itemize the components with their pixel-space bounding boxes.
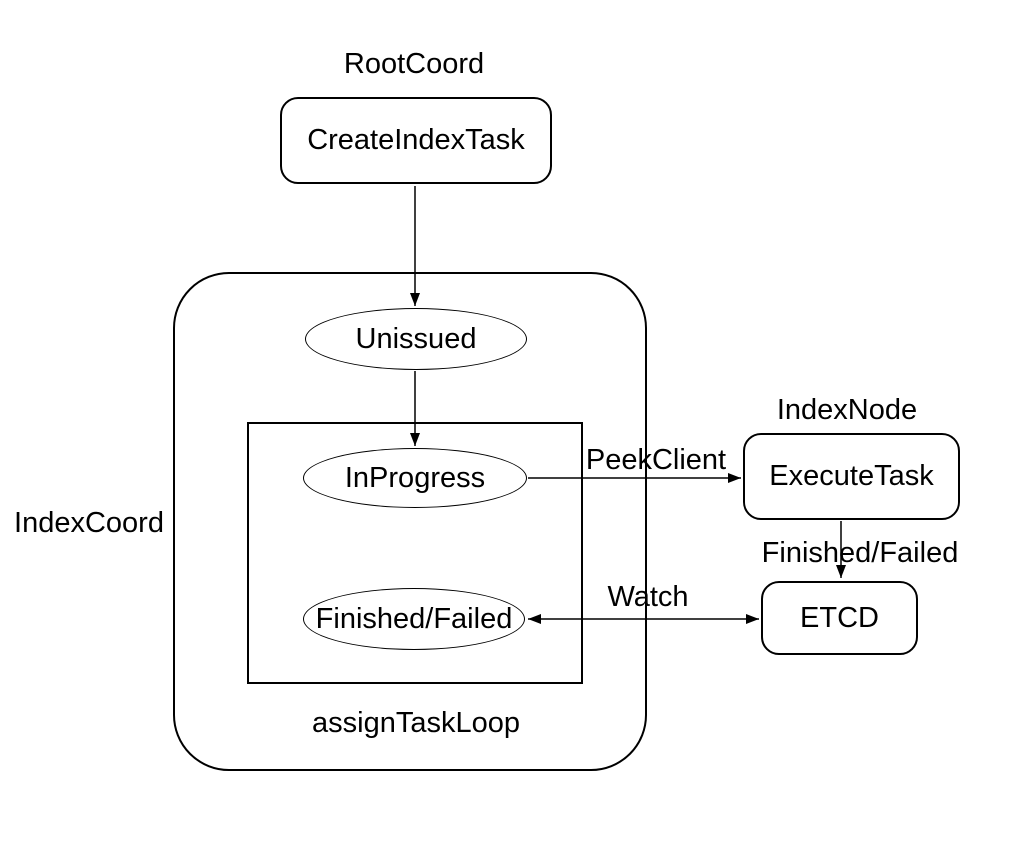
node-unissued-label: Unissued [355,322,477,355]
node-unissued: Unissued [305,308,527,370]
index-coord-container [173,272,647,771]
node-execute-task: ExecuteTask [743,433,960,520]
node-etcd-label: ETCD [800,601,879,634]
node-finished-failed-label: Finished/Failed [315,602,513,635]
edge-label-finished-failed: Finished/Failed [761,537,959,569]
node-create-index-task: CreateIndexTask [280,97,552,184]
node-etcd: ETCD [761,581,918,655]
group-label-index-node: IndexNode [776,394,918,426]
node-create-index-task-label: CreateIndexTask [307,124,525,156]
node-in-progress: InProgress [303,448,527,508]
node-finished-failed: Finished/Failed [303,588,525,650]
edge-label-peek-client: PeekClient [585,444,727,476]
edge-label-watch: Watch [607,581,689,613]
node-in-progress-label: InProgress [344,461,486,494]
group-label-index-coord: IndexCoord [14,507,164,539]
group-label-assign-task-loop: assignTaskLoop [312,707,520,739]
node-execute-task-label: ExecuteTask [769,460,934,492]
group-label-root-coord: RootCoord [343,48,485,80]
